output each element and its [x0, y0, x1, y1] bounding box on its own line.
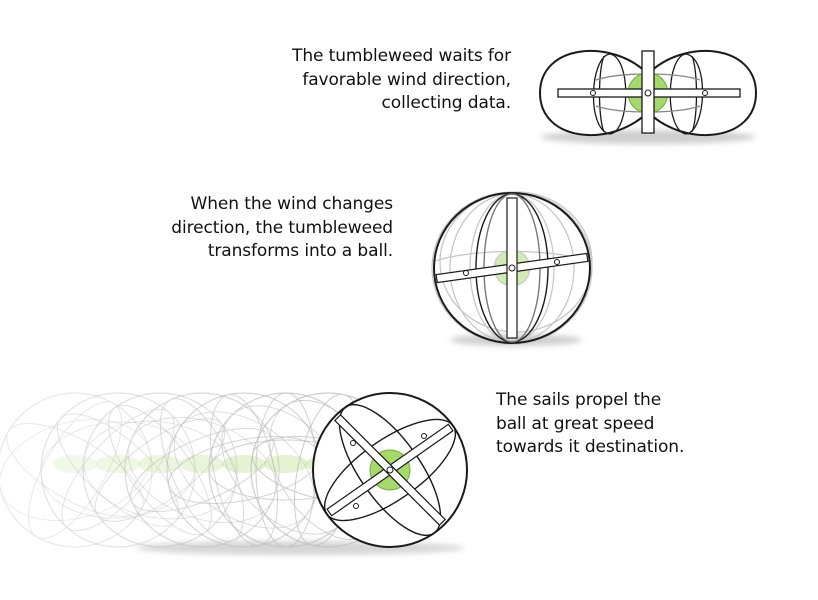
tumbleweed-flat-icon: [538, 49, 758, 144]
step-3-caption: The sails propel the ball at great speed…: [496, 389, 684, 460]
ghost-ball: [40, 392, 196, 548]
ghost-ball: [0, 392, 153, 548]
caption-line: favorable wind direction,: [302, 69, 511, 90]
caption-line: collecting data.: [381, 93, 512, 113]
caption-line: direction, the tumbleweed: [171, 217, 393, 238]
ghost-ball: [82, 392, 238, 548]
caption-line: The tumbleweed waits for: [292, 46, 511, 66]
caption-line: When the wind changes: [190, 194, 394, 214]
caption-line: transforms into a ball.: [207, 241, 393, 261]
step-1-caption: The tumbleweed waits for favorable wind …: [292, 45, 511, 116]
caption-line: The sails propel the: [496, 390, 662, 410]
ball-final: [312, 392, 468, 548]
caption-line: ball at great speed: [496, 413, 655, 434]
step-2-caption: When the wind changes direction, the tum…: [171, 193, 393, 264]
tumbleweed-transforming-icon: [431, 191, 593, 346]
ghost-ball: [166, 392, 322, 548]
tumbleweed-rolling-icon: [0, 392, 468, 555]
caption-line: towards it destination.: [496, 437, 685, 457]
